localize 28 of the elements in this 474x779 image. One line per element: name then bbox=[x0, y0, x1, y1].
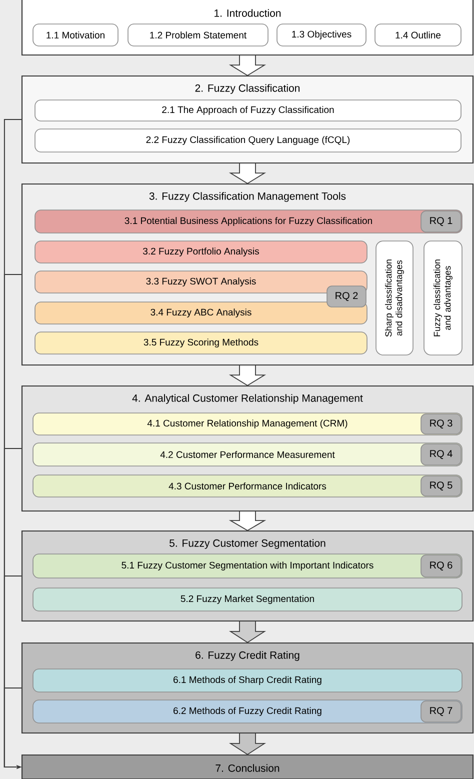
section-box: 1.1 Motivation bbox=[32, 24, 118, 46]
section-box: 3.2 Fuzzy Portfolio Analysis bbox=[34, 240, 368, 264]
section-box: 1.3 Objectives bbox=[276, 24, 366, 46]
block-arrow bbox=[228, 621, 266, 643]
block-arrow bbox=[228, 55, 266, 76]
section-box: 5.2 Fuzzy Market Segmentation bbox=[32, 588, 462, 612]
block-arrow bbox=[228, 511, 266, 531]
section-box: 6.1 Methods of Sharp Credit Rating bbox=[32, 668, 462, 692]
side-box: Fuzzy classification and advantages bbox=[424, 240, 462, 356]
section-box: 3.5 Fuzzy Scoring Methods bbox=[34, 332, 368, 354]
question-badge: RQ 1 bbox=[420, 210, 462, 232]
question-badge: RQ 3 bbox=[420, 414, 462, 434]
question-badge: RQ 7 bbox=[420, 700, 462, 722]
block-arrow bbox=[228, 733, 266, 755]
section-box: 2.1 The Approach of Fuzzy Classification bbox=[34, 100, 462, 122]
question-badge: RQ 6 bbox=[420, 554, 462, 578]
block-arrow bbox=[228, 163, 266, 184]
side-box: Sharp classification and disadvantages bbox=[376, 240, 414, 356]
question-badge: RQ 5 bbox=[420, 476, 462, 496]
chapter-box: 7. Conclusion bbox=[21, 754, 474, 779]
question-badge: RQ 2 bbox=[326, 286, 366, 308]
section-box: 1.2 Problem Statement bbox=[128, 24, 268, 46]
section-box: 3.3 Fuzzy SWOT Analysis bbox=[34, 270, 368, 294]
question-badge: RQ 4 bbox=[420, 444, 462, 466]
section-box: 2.2 Fuzzy Classification Query Language (fCQL) bbox=[34, 128, 462, 152]
section-box: 1.4 Outline bbox=[374, 24, 462, 46]
section-box: 3.4 Fuzzy ABC Analysis bbox=[34, 302, 368, 324]
block-arrow bbox=[228, 365, 266, 386]
